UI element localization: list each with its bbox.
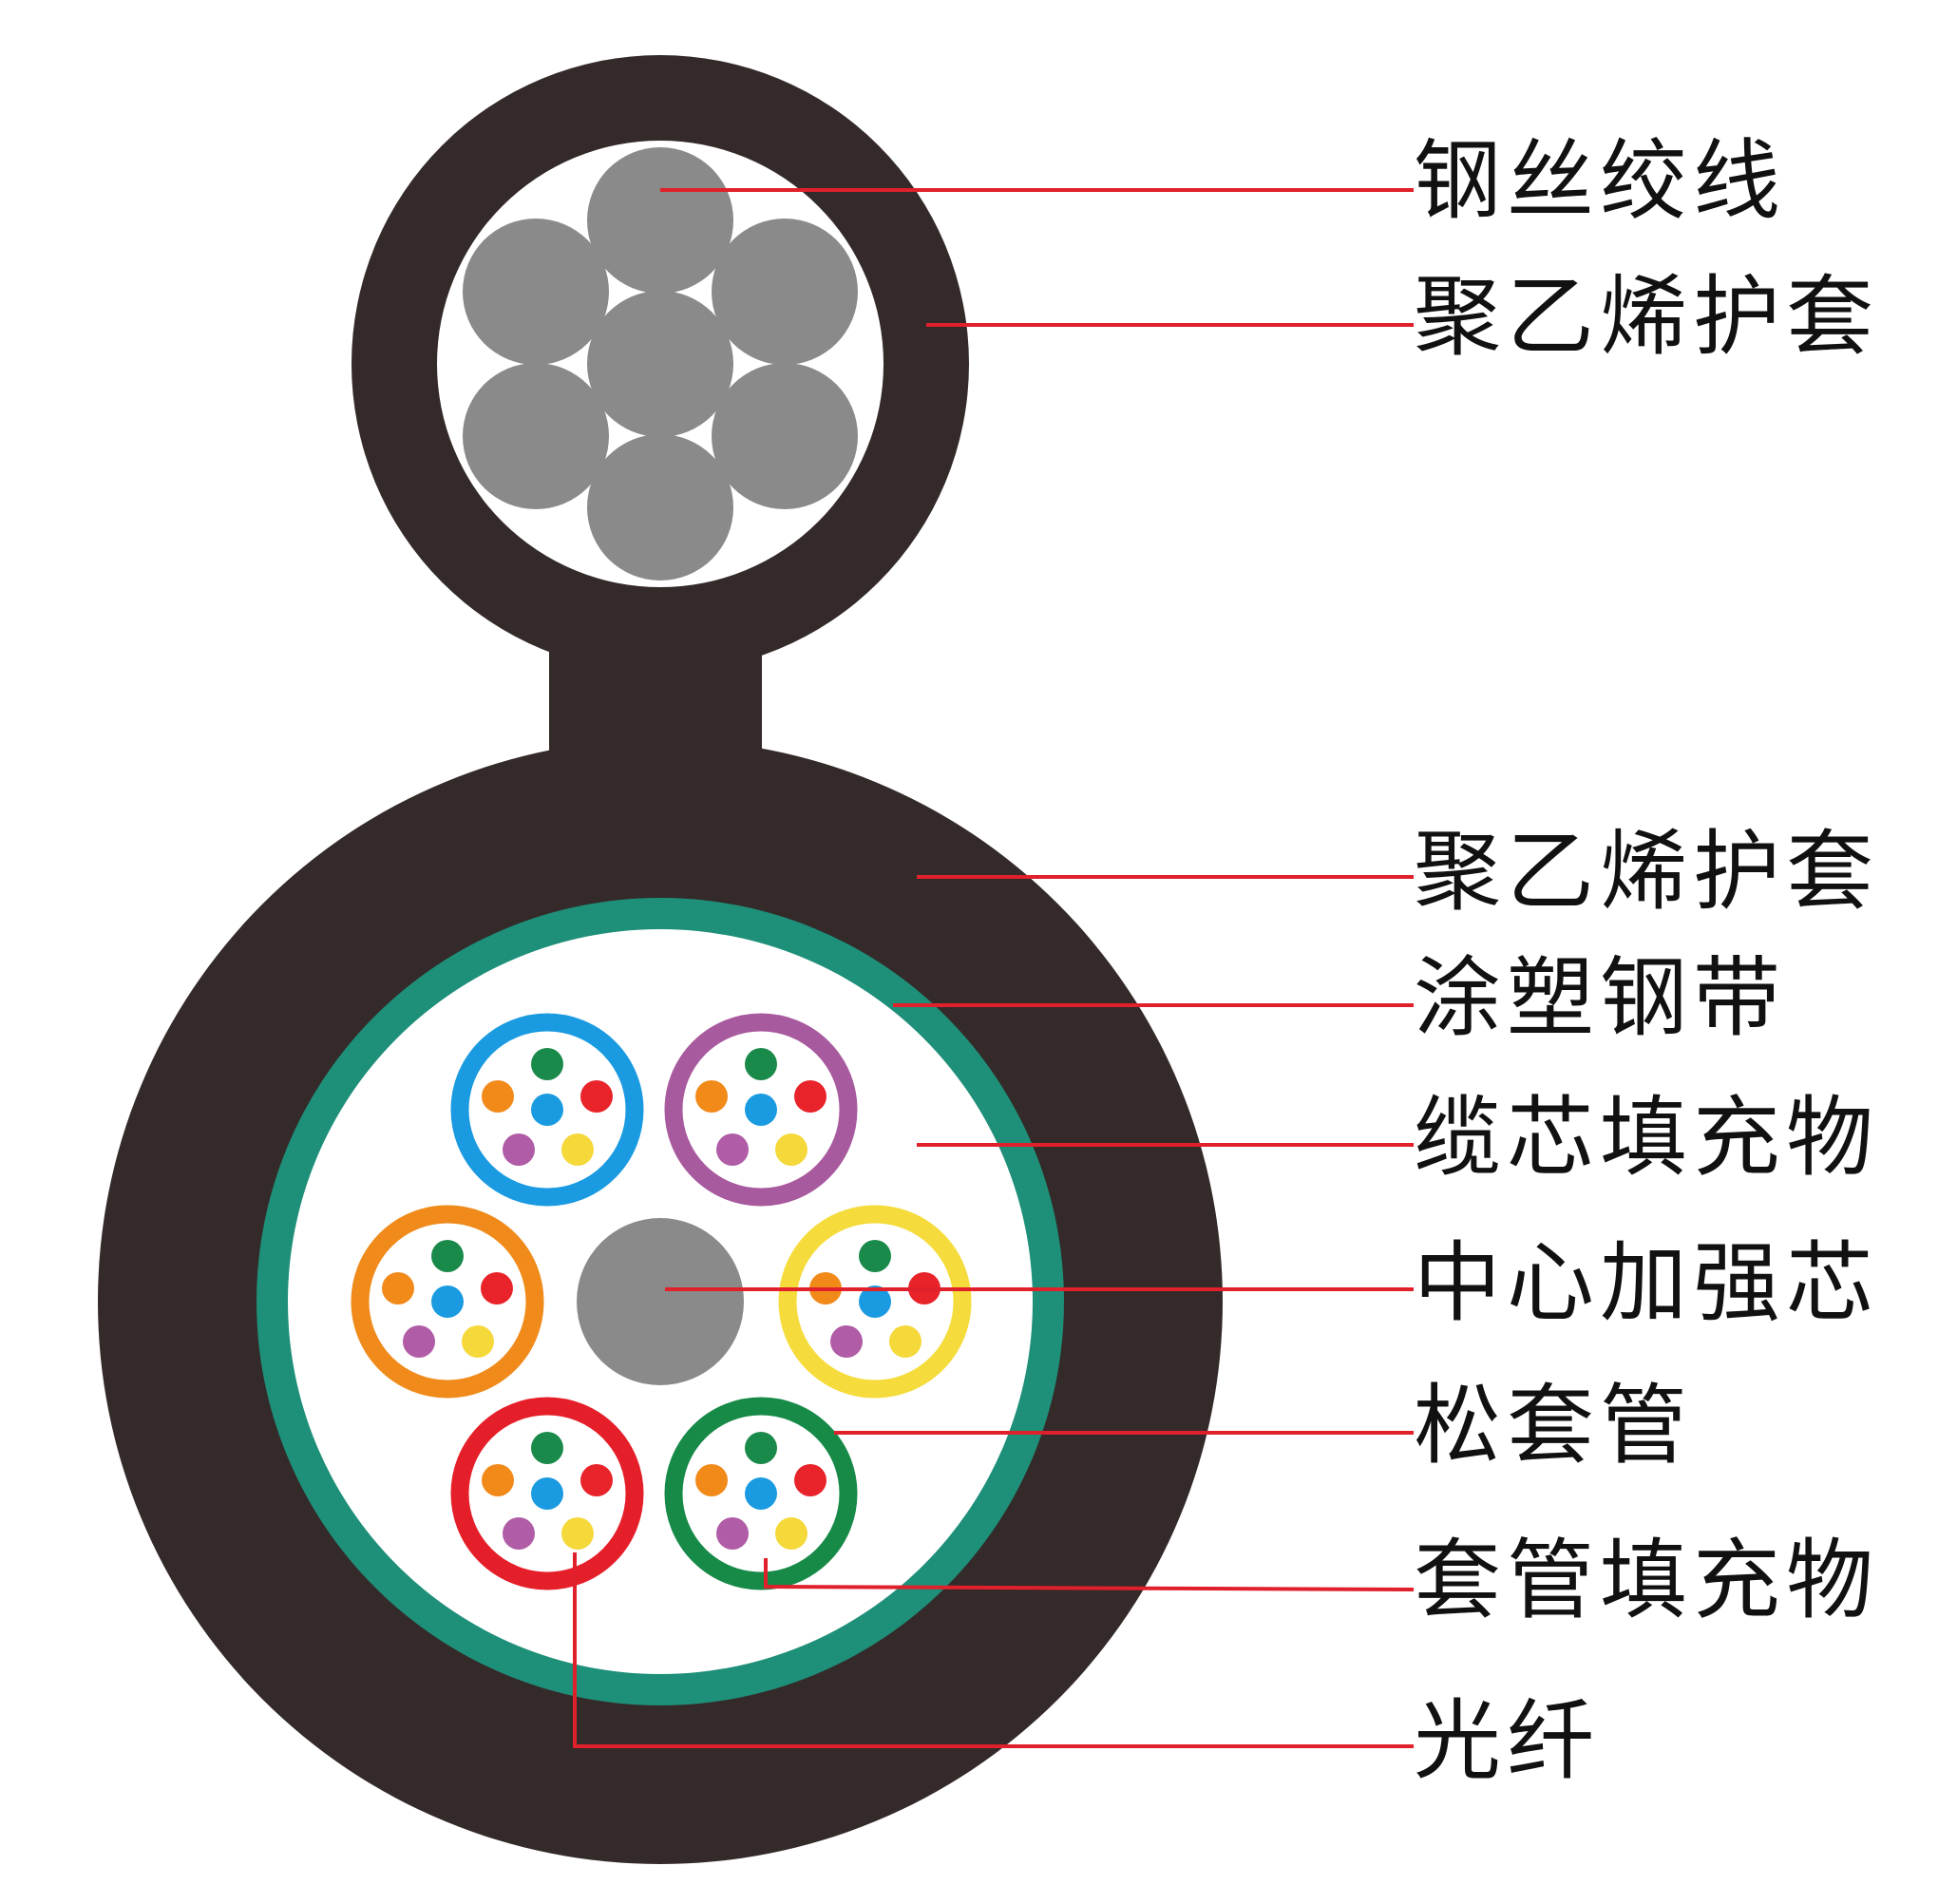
optical-fiber xyxy=(531,1477,563,1510)
label-messenger-pe-jacket: 聚乙烯护套 xyxy=(1414,266,1880,368)
leader-line xyxy=(573,1552,1414,1748)
label-central-strength-member: 中心加强芯 xyxy=(1414,1232,1880,1334)
optical-fiber xyxy=(745,1432,777,1464)
optical-fiber xyxy=(531,1048,563,1080)
label-cable-core-filler: 缆芯填充物 xyxy=(1414,1087,1880,1189)
optical-fiber xyxy=(794,1464,826,1496)
optical-fiber xyxy=(745,1477,777,1510)
central-strength-member xyxy=(577,1218,744,1385)
optical-fiber xyxy=(403,1325,435,1358)
optical-fiber xyxy=(503,1517,535,1550)
steel-wire-strand xyxy=(463,219,609,365)
label-coated-steel-tape: 涂塑钢带 xyxy=(1414,947,1787,1049)
steel-wire-strand xyxy=(712,219,858,365)
optical-fiber xyxy=(531,1094,563,1126)
label-tube-filling-gel: 套管填充物 xyxy=(1414,1530,1880,1631)
optical-fiber xyxy=(580,1080,613,1113)
optical-fiber xyxy=(889,1325,922,1358)
optical-fiber xyxy=(859,1285,891,1318)
optical-fiber xyxy=(482,1080,514,1113)
steel-wire-strand xyxy=(587,291,733,437)
steel-wire-strand xyxy=(463,363,609,509)
optical-fiber xyxy=(431,1285,464,1318)
optical-fiber xyxy=(561,1517,594,1550)
optical-fiber xyxy=(482,1464,514,1496)
optical-fiber xyxy=(561,1133,594,1166)
optical-fiber xyxy=(531,1432,563,1464)
optical-fiber xyxy=(716,1517,749,1550)
leader-lines xyxy=(573,188,1415,1748)
optical-fiber xyxy=(794,1080,826,1113)
optical-fiber xyxy=(481,1272,513,1304)
optical-fiber xyxy=(745,1094,777,1126)
optical-fiber xyxy=(775,1133,808,1166)
label-steel-strand: 钢丝绞线 xyxy=(1414,130,1787,232)
steel-wire-strand xyxy=(712,363,858,509)
optical-fiber xyxy=(695,1080,728,1113)
steel-wire-strand xyxy=(587,434,733,581)
optical-fiber xyxy=(830,1325,863,1358)
cable-body xyxy=(98,55,1223,1864)
optical-fiber xyxy=(503,1133,535,1166)
optical-fiber xyxy=(462,1325,494,1358)
optical-fiber xyxy=(431,1240,464,1272)
optical-fiber xyxy=(859,1240,891,1272)
optical-fiber xyxy=(716,1133,749,1166)
optical-fiber xyxy=(775,1517,808,1550)
leader-line xyxy=(764,1558,1415,1591)
optical-fiber xyxy=(580,1464,613,1496)
optical-fiber xyxy=(382,1272,414,1304)
label-outer-pe-jacket: 聚乙烯护套 xyxy=(1414,821,1880,923)
optical-fiber xyxy=(695,1464,728,1496)
label-optical-fiber: 光纤 xyxy=(1414,1690,1601,1792)
label-loose-tube: 松套管 xyxy=(1414,1375,1694,1476)
optical-fiber xyxy=(745,1048,777,1080)
steel-wire-strand xyxy=(587,147,733,294)
